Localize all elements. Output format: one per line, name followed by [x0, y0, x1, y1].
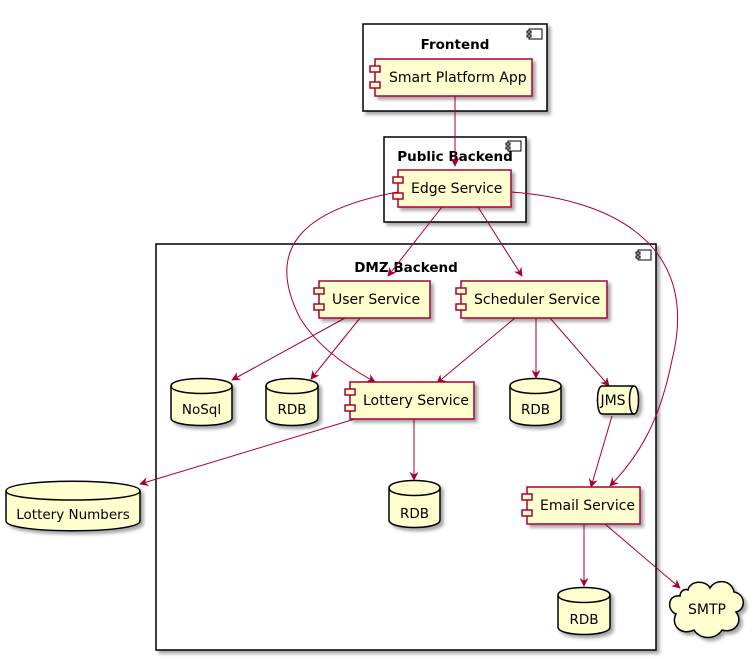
edge-jms-to-email: [588, 415, 613, 488]
database-rdb-scheduler[interactable]: RDB: [509, 377, 562, 427]
edge-edge-to-email: [510, 191, 678, 487]
edge-edge-to-scheduler: [477, 206, 523, 277]
component-label: Scheduler Service: [474, 292, 600, 308]
component-scheduler-service[interactable]: Scheduler Service: [455, 280, 608, 319]
relations: [139, 96, 681, 589]
package-component-icon: [635, 249, 652, 261]
database-label: NoSql: [182, 402, 221, 418]
database-lottery-numbers[interactable]: Lottery Numbers: [5, 480, 141, 532]
database-label: RDB: [277, 402, 306, 418]
edge-edge-to-lottery: [286, 191, 399, 383]
edge-email-to-smtp: [604, 523, 681, 589]
edge-lottery-to-lottery-numbers: [139, 418, 356, 486]
component-lottery-service[interactable]: Lottery Service: [344, 381, 475, 420]
package-component-icon: [505, 140, 522, 152]
component-label: Lottery Service: [363, 393, 469, 409]
component-label: Email Service: [540, 498, 635, 514]
queue-label: JMS: [599, 393, 625, 409]
database-nosql[interactable]: NoSql: [170, 377, 233, 427]
package-title-frontend: Frontend: [421, 37, 490, 53]
edge-edge-to-user: [387, 206, 443, 277]
component-email-service[interactable]: Email Service: [521, 486, 641, 525]
database-rdb-email[interactable]: RDB: [557, 586, 611, 636]
database-rdb-lottery[interactable]: RDB: [388, 479, 441, 529]
database-label: RDB: [569, 612, 598, 628]
component-label: User Service: [332, 292, 420, 308]
database-label: RDB: [400, 506, 429, 522]
database-label: RDB: [521, 402, 550, 418]
component-smart-platform-app[interactable]: Smart Platform App: [369, 58, 533, 97]
package-component-icon: [526, 28, 543, 40]
edge-user-to-rdb: [310, 317, 361, 380]
package-title-dmz-backend: DMZ Backend: [354, 260, 458, 276]
edge-user-to-nosql: [231, 317, 346, 381]
database-rdb-user[interactable]: RDB: [265, 377, 319, 427]
component-label: Smart Platform App: [389, 70, 527, 86]
database-label: Lottery Numbers: [16, 507, 130, 523]
cloud-label: SMTP: [688, 602, 726, 618]
component-label: Edge Service: [411, 181, 502, 197]
queue-jms[interactable]: JMS: [596, 385, 640, 415]
edge-scheduler-to-lottery: [436, 317, 516, 384]
component-edge-service[interactable]: Edge Service: [392, 169, 512, 208]
edge-scheduler-to-jms: [549, 317, 610, 387]
cloud-smtp[interactable]: SMTP: [668, 580, 744, 639]
component-user-service[interactable]: User Service: [313, 280, 431, 319]
